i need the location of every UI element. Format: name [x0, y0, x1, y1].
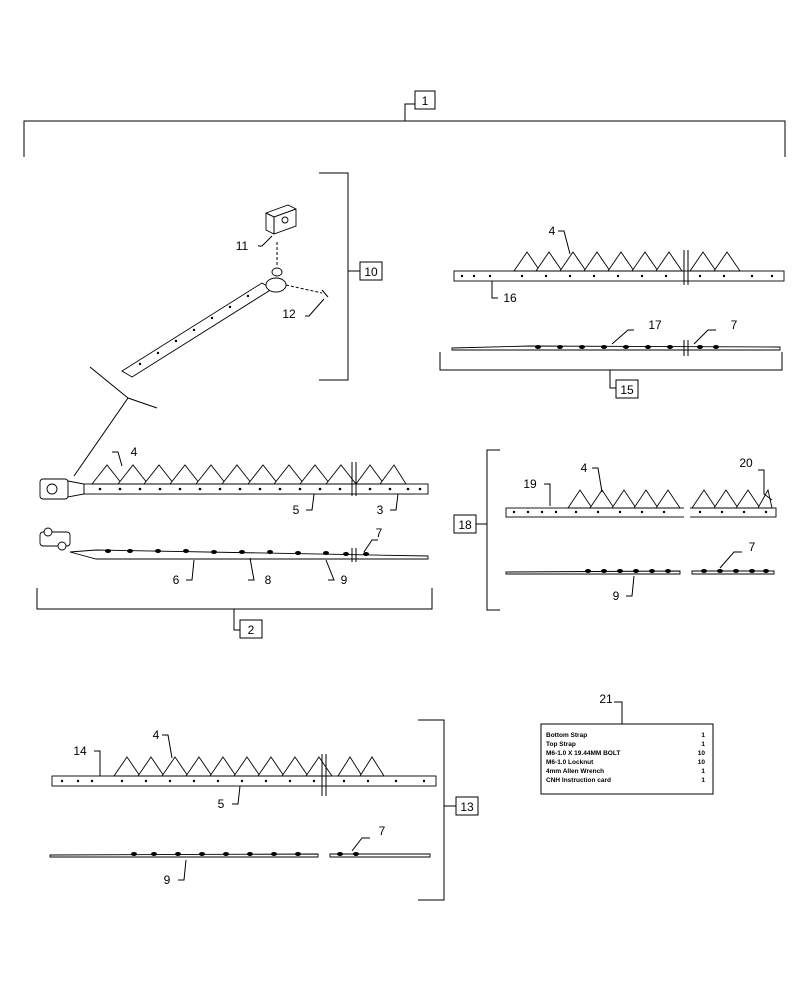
bracket-1: 1	[23, 90, 786, 157]
callout-15: 15	[620, 383, 634, 397]
callout-19: 19	[523, 477, 537, 491]
callout-10: 10	[364, 265, 378, 279]
assembly-15: 4 16 17 7 15	[439, 224, 785, 399]
callout-box-15	[615, 379, 639, 399]
callout-6: 6	[173, 573, 180, 587]
callout-9a: 9	[341, 573, 348, 587]
kit-card-box	[540, 723, 714, 795]
clamp-block	[265, 204, 297, 235]
assembly-10: 11 12 10	[73, 172, 383, 477]
callout-17: 17	[648, 318, 662, 332]
callout-2: 2	[248, 623, 255, 637]
callout-7d: 7	[379, 824, 386, 838]
knife-bar-13	[51, 775, 437, 787]
callout-21: 21	[599, 692, 613, 706]
knife-side-bar	[69, 549, 429, 560]
kit-row-qty: 1	[701, 777, 705, 784]
callout-8: 8	[265, 573, 272, 587]
callout-9c: 9	[164, 873, 171, 887]
assembly-18: 4 19 20 7 9 18	[453, 449, 777, 611]
callout-box-1	[414, 90, 436, 110]
kit-row-name: CNH Instruction card	[546, 777, 611, 784]
kit-row-qty: 1	[701, 741, 705, 748]
callout-13: 13	[460, 800, 474, 814]
knife-back-bar	[83, 483, 429, 495]
knife-side-15	[451, 345, 781, 351]
callout-7b: 7	[731, 318, 738, 332]
callout-1: 1	[422, 94, 429, 108]
assembly-13: 4 14 5 7 9 13	[49, 719, 479, 901]
callout-box-18	[453, 514, 477, 534]
callout-3: 3	[377, 503, 384, 517]
callout-7a: 7	[376, 526, 383, 540]
kit-row-name: Bottom Strap	[546, 732, 587, 739]
kit-row-qty: 10	[698, 759, 706, 766]
callout-12: 12	[282, 307, 296, 321]
callout-7c: 7	[749, 540, 756, 554]
callout-box-13	[455, 796, 479, 816]
kit-row-name: M6-1.0 X 19.44MM BOLT	[546, 750, 620, 757]
kit-row-name: M6-1.0 Locknut	[546, 759, 594, 766]
callout-18: 18	[458, 518, 472, 532]
callout-4a: 4	[131, 445, 138, 459]
kit-card-21: 21 Bottom Strap 1 Top Strap 1 M6-1.0 X 1…	[540, 692, 714, 795]
kit-row-name: Top Strap	[546, 741, 576, 748]
callout-11: 11	[236, 239, 249, 253]
callout-4d: 4	[153, 728, 160, 742]
callout-16: 16	[503, 291, 517, 305]
kit-row-name: 4mm Allen Wrench	[546, 768, 604, 775]
callout-5a: 5	[293, 503, 300, 517]
callout-20: 20	[739, 456, 753, 470]
callout-4c: 4	[581, 461, 588, 475]
kit-row-qty: 1	[701, 732, 705, 739]
callout-5b: 5	[218, 797, 225, 811]
ball-joint	[265, 277, 287, 293]
callout-4b: 4	[549, 224, 556, 238]
kit-row-qty: 10	[698, 750, 706, 757]
drive-arm	[121, 282, 273, 378]
callout-14: 14	[73, 744, 87, 758]
kit-row-qty: 1	[701, 768, 705, 775]
callout-box-10	[359, 261, 383, 281]
assembly-2: 4 5 3 6 8 9 7 2	[36, 445, 433, 639]
callout-9b: 9	[613, 589, 620, 603]
callout-box-2	[239, 619, 263, 639]
